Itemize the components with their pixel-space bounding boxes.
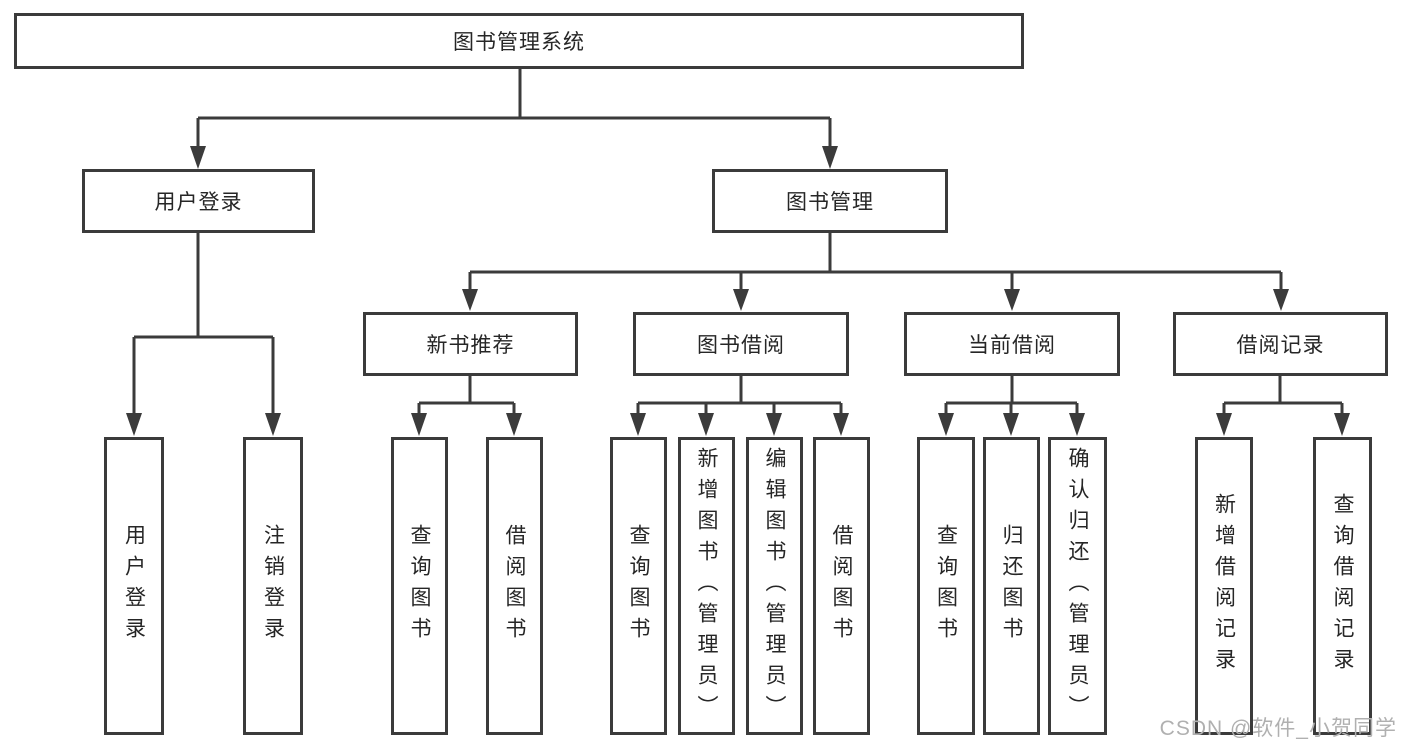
node-current-borrow: 当前借阅 [904, 312, 1120, 376]
connector-line [132, 69, 1344, 420]
leaf-add-book-admin-label: 新增图书（管理员） [695, 446, 718, 726]
leaf-return-book-label: 归还图书 [1000, 524, 1023, 648]
node-borrow-records-label: 借阅记录 [1236, 334, 1325, 357]
node-book-borrow: 图书借阅 [633, 312, 849, 376]
node-book-borrow-label: 图书借阅 [697, 334, 785, 357]
leaf-logout-label: 注销登录 [261, 524, 285, 648]
leaf-borrow-books-1: 借阅图书 [486, 437, 543, 735]
leaf-borrow-books-2-label: 借阅图书 [830, 524, 853, 648]
leaf-add-book-admin: 新增图书（管理员） [678, 437, 735, 735]
leaf-query-borrow-record: 查询借阅记录 [1313, 437, 1372, 735]
leaf-query-books-3: 查询图书 [917, 437, 975, 735]
leaf-return-book: 归还图书 [983, 437, 1040, 735]
leaf-borrow-books-1-label: 借阅图书 [503, 524, 526, 648]
watermark-text: CSDN @软件_小贺同学 [1159, 717, 1397, 740]
leaf-user-login: 用户登录 [104, 437, 164, 735]
leaf-logout: 注销登录 [243, 437, 303, 735]
node-user-login-label: 用户登录 [154, 191, 243, 214]
leaf-add-borrow-record-label: 新增借阅记录 [1212, 493, 1236, 679]
leaf-user-login-label: 用户登录 [122, 524, 146, 648]
leaf-add-borrow-record: 新增借阅记录 [1195, 437, 1253, 735]
node-book-management: 图书管理 [712, 169, 948, 233]
node-new-book-recommend-label: 新书推荐 [426, 334, 515, 357]
leaf-borrow-books-2: 借阅图书 [813, 437, 870, 735]
node-root-label: 图书管理系统 [453, 31, 585, 54]
leaf-edit-book-admin: 编辑图书（管理员） [746, 437, 803, 735]
arrowhead-icon [126, 146, 1350, 436]
node-book-management-label: 图书管理 [786, 191, 874, 214]
leaf-query-books-2: 查询图书 [610, 437, 667, 735]
node-borrow-records: 借阅记录 [1173, 312, 1388, 376]
node-current-borrow-label: 当前借阅 [968, 334, 1056, 357]
leaf-query-books-1-label: 查询图书 [408, 524, 431, 648]
node-user-login: 用户登录 [82, 169, 315, 233]
leaf-query-books-3-label: 查询图书 [934, 524, 958, 648]
node-new-book-recommend: 新书推荐 [363, 312, 578, 376]
leaf-confirm-return-admin-label: 确认归还（管理员） [1066, 446, 1089, 726]
leaf-confirm-return-admin: 确认归还（管理员） [1048, 437, 1107, 735]
leaf-query-books-1: 查询图书 [391, 437, 448, 735]
node-root: 图书管理系统 [14, 13, 1024, 69]
leaf-query-borrow-record-label: 查询借阅记录 [1331, 493, 1354, 679]
leaf-query-books-2-label: 查询图书 [627, 524, 650, 648]
leaf-edit-book-admin-label: 编辑图书（管理员） [763, 446, 786, 726]
